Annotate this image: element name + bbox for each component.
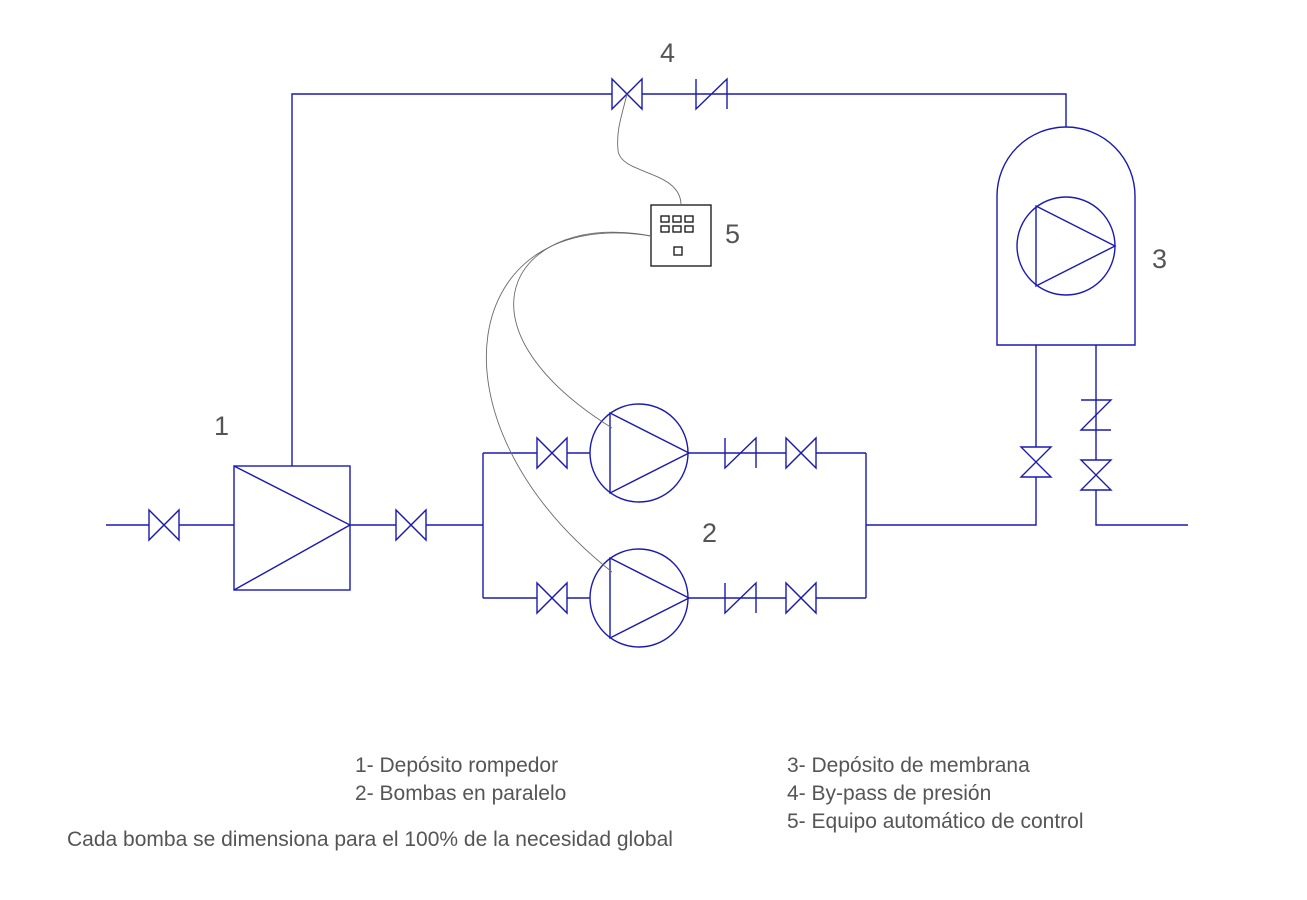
- legend-item: 3- Depósito de membrana: [787, 754, 1030, 777]
- legend-item: 1- Depósito rompedor: [355, 754, 559, 777]
- panel-key-icon: [684, 215, 694, 223]
- label-breaker-tank: 1: [214, 411, 229, 441]
- gate-valve-icon: [785, 436, 817, 470]
- sizing-note: Cada bomba se dimensiona para el 100% de…: [67, 826, 673, 854]
- legend-item: 4- By-pass de presión: [787, 782, 992, 805]
- check-valve-icon: [1079, 399, 1113, 431]
- panel-key-icon: [684, 225, 694, 233]
- control-wiring: [486, 93, 682, 573]
- membrane-tank: [996, 126, 1136, 346]
- break-tank: [233, 465, 352, 591]
- gate-valve-icon: [536, 581, 568, 615]
- legend-item: 5- Equipo automático de control: [787, 810, 1084, 833]
- control-panel: [650, 204, 712, 267]
- legend-item: 2- Bombas en paralelo: [355, 782, 567, 805]
- legend-right: 3- Depósito de membrana 4- By-pass de pr…: [787, 752, 1084, 836]
- panel-key-icon: [672, 225, 682, 233]
- label-pumps: 2: [702, 518, 717, 548]
- gate-valves-vertical: [1019, 446, 1113, 491]
- gate-valve-icon: [536, 436, 568, 470]
- label-control-unit: 5: [725, 219, 740, 249]
- pump-upper: [589, 403, 691, 503]
- gate-valves: [148, 77, 817, 615]
- sizing-note-text: Cada bomba se dimensiona para el 100% de…: [67, 828, 673, 851]
- panel-key-icon: [660, 225, 670, 233]
- panel-key-icon: [660, 215, 670, 223]
- panel-key-icon: [672, 215, 682, 223]
- label-bypass: 4: [660, 38, 675, 68]
- gate-valve-icon: [395, 508, 427, 542]
- pump-lower: [589, 548, 691, 648]
- gate-valve-icon: [785, 581, 817, 615]
- check-valve-icon: [724, 436, 757, 470]
- legend-left: 1- Depósito rompedor 2- Bombas en parale…: [355, 752, 566, 808]
- check-valves: [695, 77, 1113, 615]
- label-membrane-tank: 3: [1152, 244, 1167, 274]
- gate-valve-icon: [148, 508, 180, 542]
- check-valve-icon: [724, 581, 757, 615]
- gate-valve-icon: [1079, 459, 1113, 491]
- gate-valve-icon: [1019, 446, 1053, 478]
- check-valve-icon: [695, 77, 728, 111]
